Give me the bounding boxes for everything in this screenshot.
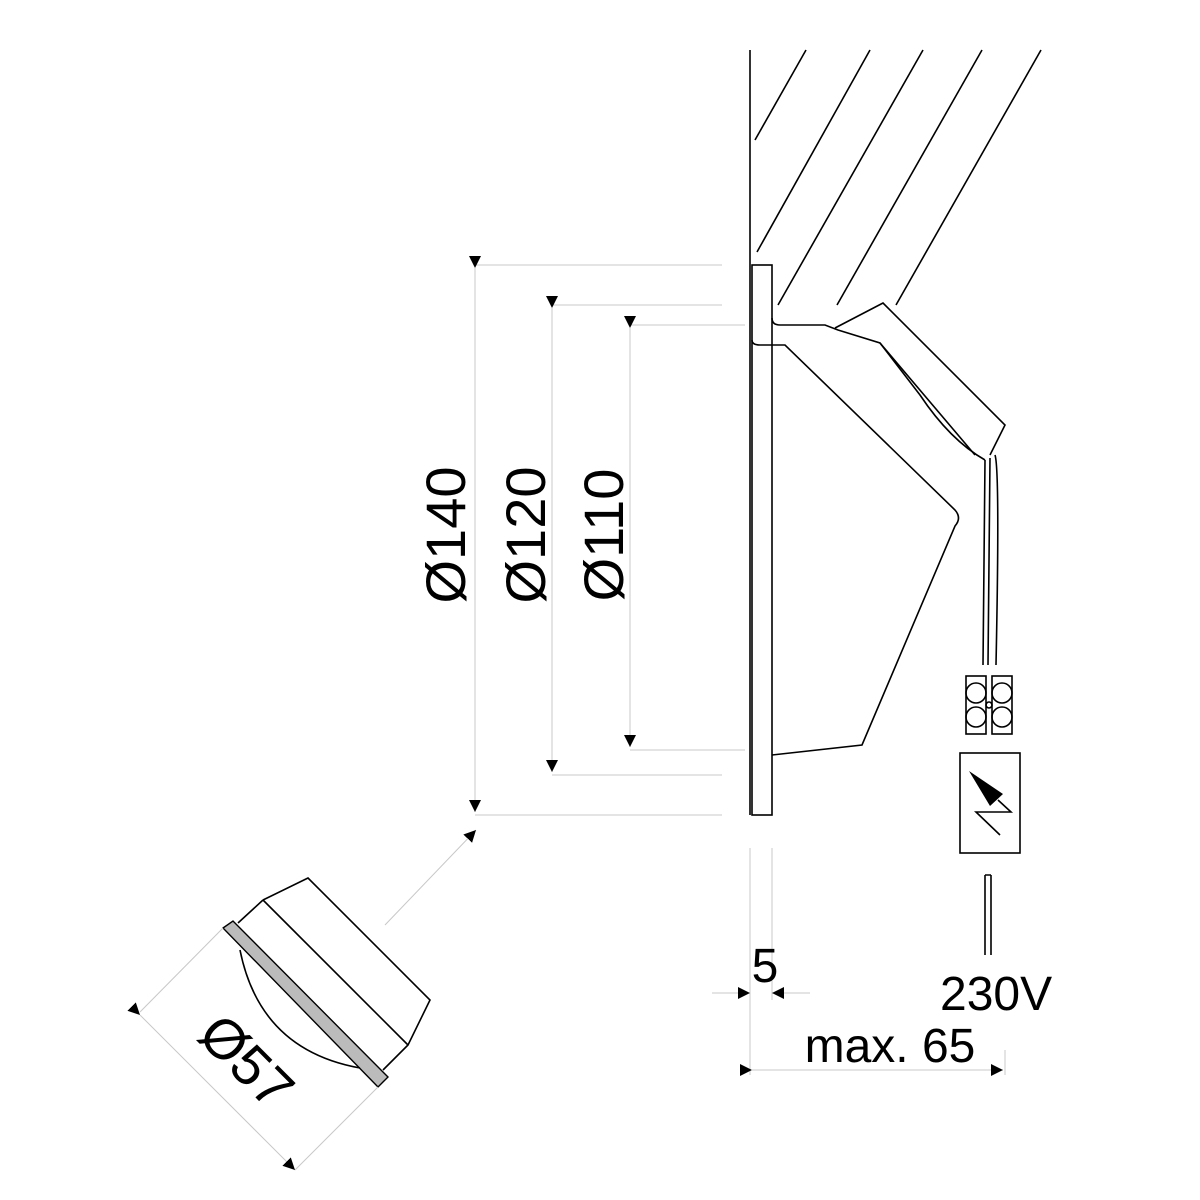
diameter-140-label: Ø140 bbox=[414, 467, 477, 604]
fixture-side-view bbox=[751, 264, 1006, 816]
terminal-block-icon bbox=[965, 675, 1013, 735]
spotlight-insert: Ø57 bbox=[127, 829, 477, 1171]
diameter-dimensions: Ø140 Ø120 Ø110 bbox=[414, 256, 745, 816]
max-depth-label: max. 65 bbox=[805, 1020, 976, 1073]
voltage-label: 230V bbox=[940, 968, 1052, 1021]
diameter-57-label: Ø57 bbox=[187, 1002, 306, 1121]
flange-thickness-label: 5 bbox=[752, 940, 779, 993]
driver-lightning-icon bbox=[959, 752, 1021, 854]
diameter-110-label: Ø110 bbox=[572, 469, 635, 602]
wall bbox=[749, 49, 1042, 815]
supply-cable bbox=[984, 874, 992, 955]
depth-dimensions: 5 max. 65 bbox=[712, 848, 1006, 1076]
diameter-120-label: Ø120 bbox=[494, 467, 557, 604]
